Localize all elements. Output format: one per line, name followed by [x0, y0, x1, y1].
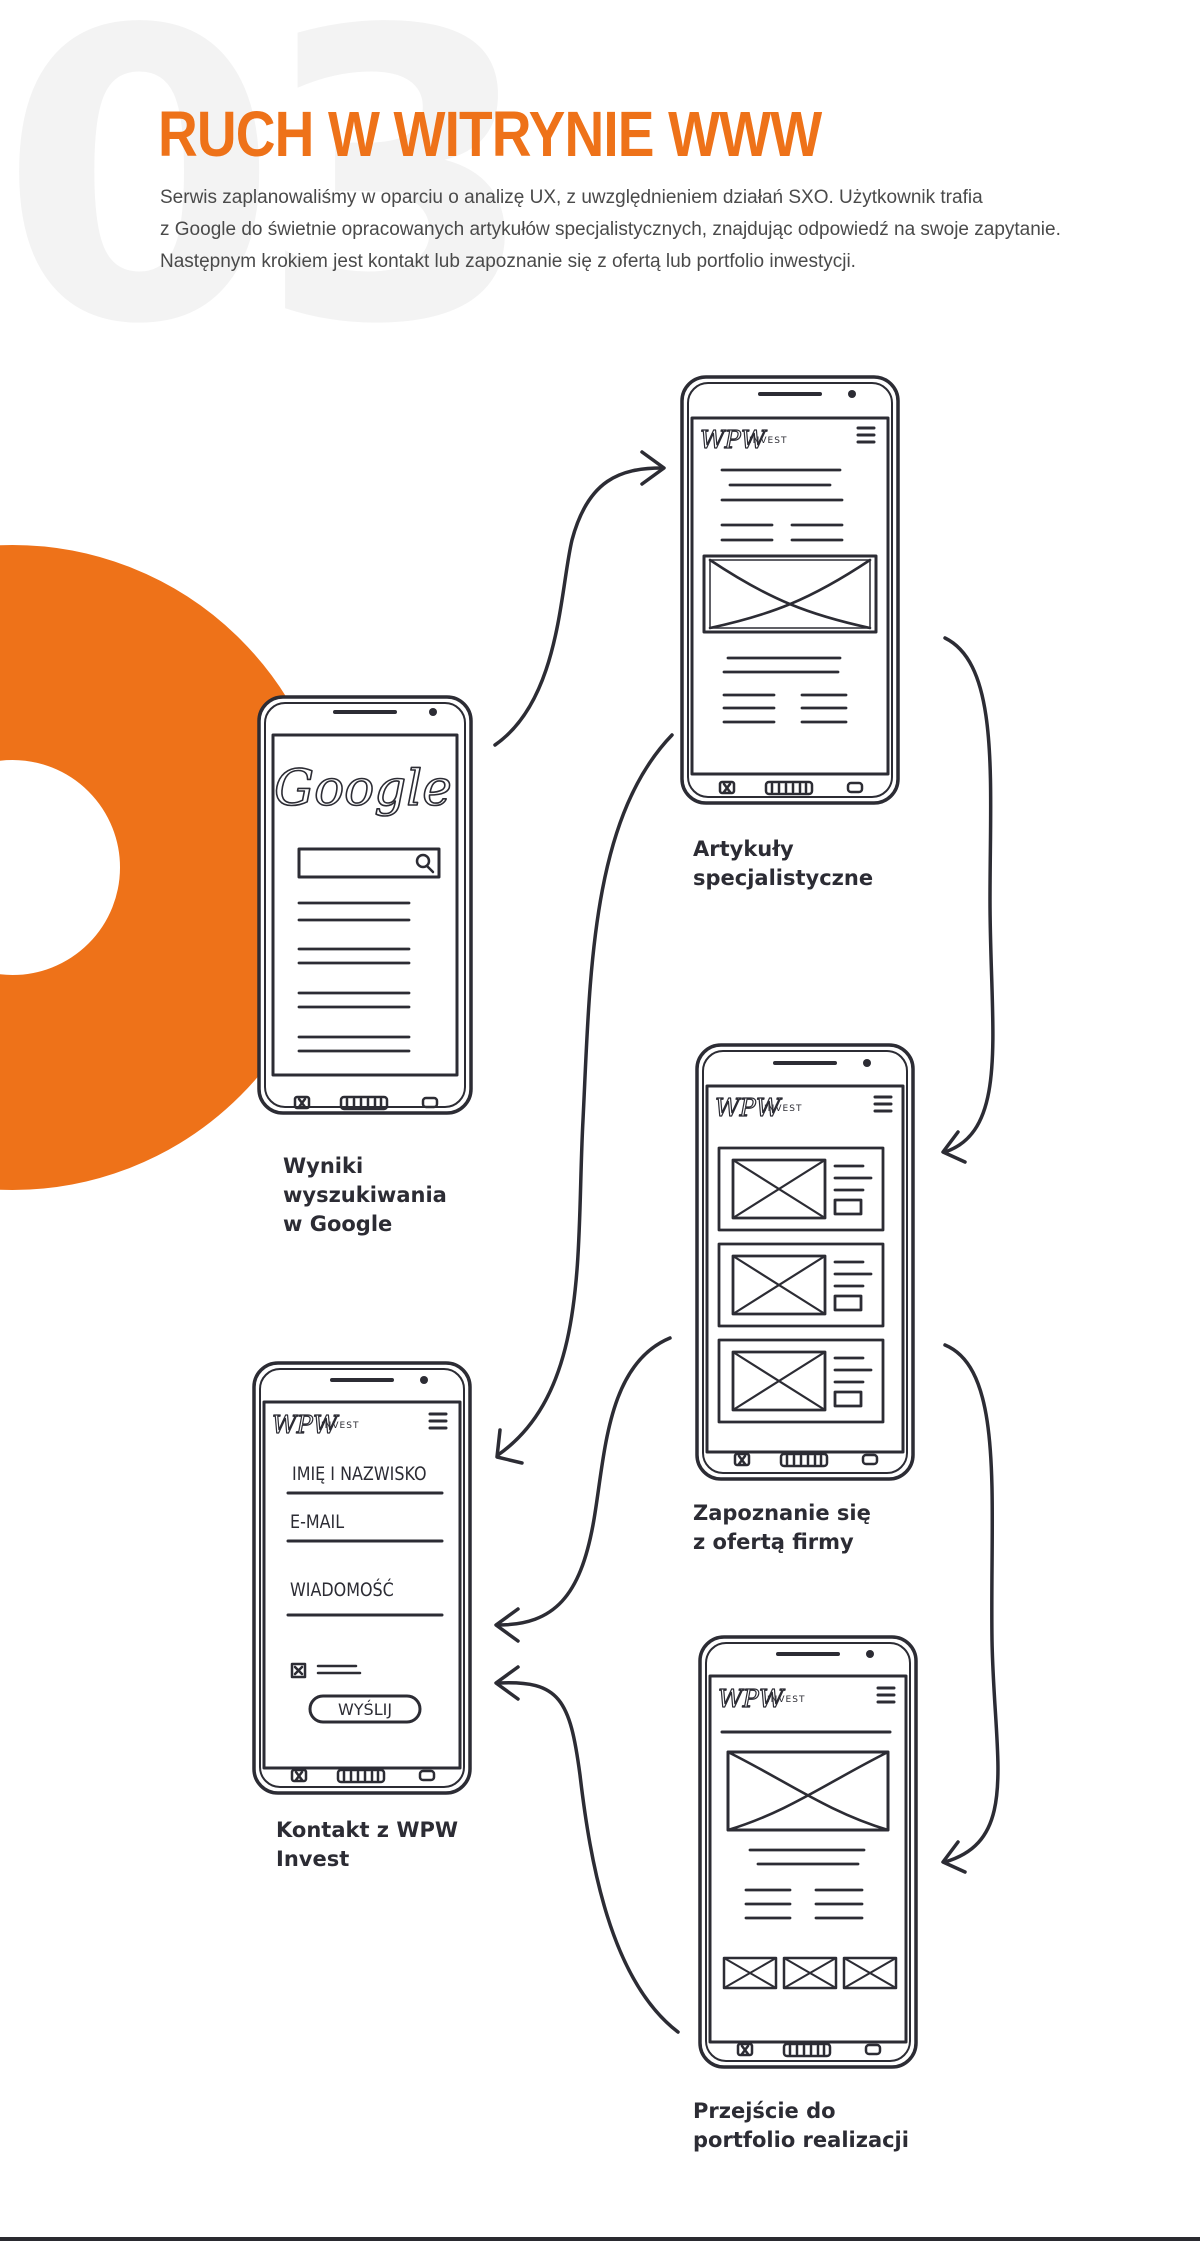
wpw-logo: WPW INVEST [717, 1684, 805, 1713]
phone-offer: WPW INVEST [695, 1043, 915, 1481]
portfolio-hero-image [726, 1750, 890, 1832]
bottom-rule [0, 2237, 1200, 2241]
phone-articles: WPW INVEST [680, 375, 900, 805]
svg-text:INVEST: INVEST [321, 1421, 359, 1431]
intro-line: Serwis zaplanowaliśmy w oparciu o analiz… [160, 187, 983, 208]
search-icon [415, 853, 435, 874]
svg-text:WPW: WPW [700, 426, 768, 454]
flow-arrows [493, 450, 1000, 2034]
arrow-offer-to-contact [494, 1336, 672, 1643]
svg-text:WPW: WPW [272, 1411, 340, 1439]
arrow-portfolio-to-contact [494, 1665, 680, 2034]
send-button: WYŚLIJ [308, 1694, 422, 1724]
arrow-articles-to-offer [941, 636, 995, 1164]
google-search-input [297, 847, 441, 879]
caption-articles: Artykuły specjalistyczne [693, 837, 874, 890]
offer-cards [717, 1146, 885, 1424]
portfolio-thumbnails [722, 1956, 898, 1990]
caption-offer: Zapoznanie się z ofertą firmy [693, 1501, 871, 1554]
page-title: RUCH W WITRYNIE WWW [158, 98, 822, 170]
google-logo: Google [274, 759, 452, 817]
svg-text:WPW: WPW [715, 1094, 783, 1122]
intro-line: z Google do świetnie opracowanych artyku… [160, 219, 1061, 240]
search-results-list [297, 901, 411, 1053]
name-field-label: IMIĘ I NAZWISKO [292, 1464, 427, 1486]
svg-text:WYŚLIJ: WYŚLIJ [338, 1700, 392, 1719]
wpw-logo: WPW INVEST [271, 1410, 359, 1439]
caption-contact: Kontakt z WPW Invest [276, 1818, 459, 1871]
article-text-lines [720, 468, 844, 542]
portfolio-text-lines [744, 1848, 866, 1920]
wpw-logo: WPW INVEST [714, 1093, 802, 1122]
arrow-articles-to-contact [495, 733, 674, 1465]
section-number-watermark: 03 [0, 0, 537, 412]
intro-line: Następnym krokiem jest kontakt lub zapoz… [160, 251, 856, 272]
phone-google-results: Google [257, 695, 473, 1115]
caption-google-results: Wyniki wyszukiwania w Google [283, 1154, 447, 1236]
phone-contact: WPW INVEST IMIĘ I NAZWISKO E-MAIL WIADOM… [252, 1361, 472, 1795]
intro-text: Serwis zaplanowaliśmy w oparciu o analiz… [160, 182, 1061, 278]
svg-text:INVEST: INVEST [749, 436, 787, 446]
arrow-google-to-articles [493, 450, 666, 747]
svg-text:INVEST: INVEST [764, 1104, 802, 1114]
message-field-label: WIADOMOŚĆ [290, 1578, 394, 1602]
phone-portfolio: WPW INVEST [698, 1635, 918, 2069]
article-text-lines-2 [722, 656, 848, 724]
email-field-label: E-MAIL [290, 1512, 344, 1534]
article-image-placeholder [702, 554, 878, 634]
svg-text:INVEST: INVEST [767, 1695, 805, 1705]
arrow-offer-to-portfolio [941, 1343, 1000, 1874]
caption-portfolio: Przejście do portfolio realizacji [693, 2099, 909, 2152]
consent-checkbox [290, 1662, 362, 1679]
wpw-logo: WPW INVEST [699, 425, 787, 454]
svg-text:WPW: WPW [718, 1685, 786, 1713]
